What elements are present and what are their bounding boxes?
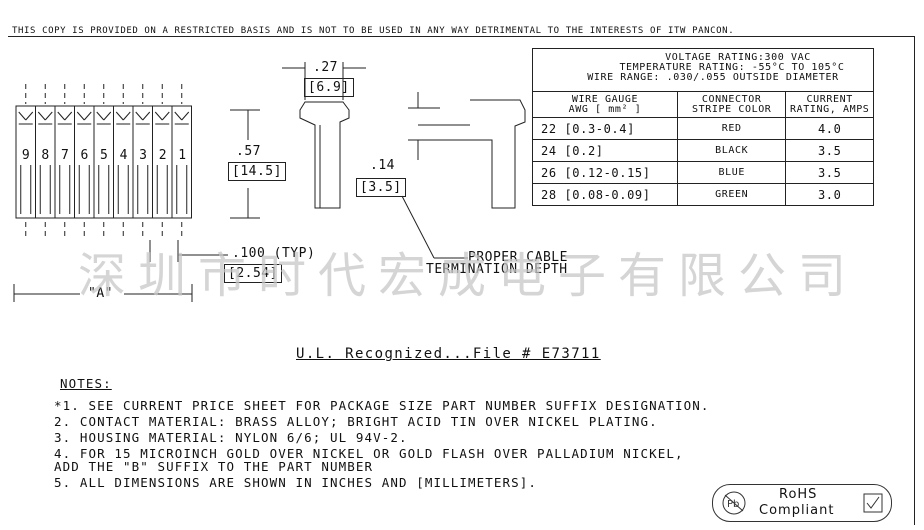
callout-line2: TERMINATION DEPTH (426, 262, 568, 277)
note-item: *1. SEE CURRENT PRICE SHEET FOR PACKAGE … (54, 398, 710, 413)
pitch-dim-inch: .100 (TYP) (232, 246, 316, 261)
no-lead-icon: Pb (722, 491, 746, 515)
gauge-cell: 26 [0.12-0.15] (532, 161, 678, 184)
color-cell: BLACK (676, 139, 787, 162)
header-text: WIRE GAUGE (571, 93, 639, 105)
checkbox-check-icon (863, 493, 883, 513)
width-dim-mm: [6.9] (304, 78, 354, 97)
pin-number: 7 (60, 148, 69, 163)
depth-dim-mm: [3.5] (356, 178, 406, 197)
wire-range: WIRE RANGE: .030/.055 OUTSIDE DIAMETER (587, 72, 839, 83)
voltage-rating: VOLTAGE RATING:300 VAC (665, 52, 811, 63)
header-text: CURRENT (806, 93, 853, 105)
drawing-frame (8, 36, 915, 525)
width-dim-inch: .27 (313, 60, 338, 75)
length-dim-label: "A" (88, 286, 113, 301)
svg-text:Pb: Pb (727, 499, 739, 510)
pin-number: 1 (178, 148, 187, 163)
gauge-cell: 24 [0.2] (532, 139, 678, 162)
termination-callout: PROPER CABLE TERMINATION DEPTH (426, 250, 568, 276)
amps-cell: 3.5 (785, 161, 874, 184)
ratings-box: VOLTAGE RATING:300 VAC TEMPERATURE RATIN… (532, 48, 874, 92)
pin-number: 9 (21, 148, 30, 163)
notes-title: NOTES: (60, 376, 112, 391)
gauge-cell: 22 [0.3-0.4] (532, 117, 678, 140)
note-item: 3. HOUSING MATERIAL: NYLON 6/6; UL 94V-2… (54, 430, 408, 445)
color-cell: GREEN (676, 183, 787, 206)
header-text: AWG [ mm² ] (568, 103, 642, 115)
rohs-title: RoHS (779, 487, 818, 502)
pin-number: 2 (158, 148, 167, 163)
header-text: STRIPE COLOR (691, 103, 772, 115)
header-notice: THIS COPY IS PROVIDED ON A RESTRICTED BA… (12, 26, 735, 36)
pin-number: 5 (100, 148, 108, 163)
pin-number: 4 (119, 148, 128, 163)
gauge-cell: 28 [0.08-0.09] (532, 183, 678, 206)
amps-cell: 3.5 (785, 139, 874, 162)
company-watermark: 深圳市时代宏成电子有限公司 (78, 248, 859, 304)
amps-cell: 4.0 (785, 117, 874, 140)
pitch-dim-mm: [2.54] (224, 264, 282, 283)
note-item: 5. ALL DIMENSIONS ARE SHOWN IN INCHES AN… (54, 475, 538, 490)
rohs-badge: Pb RoHS Compliant (712, 484, 892, 522)
depth-dim-inch: .14 (370, 158, 395, 173)
pin-number: 6 (80, 148, 89, 163)
color-cell: BLUE (676, 161, 787, 184)
notes-list: *1. SEE CURRENT PRICE SHEET FOR PACKAGE … (54, 399, 710, 489)
rohs-subtitle: Compliant (759, 503, 835, 518)
color-cell: RED (676, 117, 787, 140)
temperature-rating: TEMPERATURE RATING: -55°C TO 105°C (619, 62, 845, 73)
callout-line1: PROPER CABLE (468, 250, 568, 265)
note-item: 2. CONTACT MATERIAL: BRASS ALLOY; BRIGHT… (54, 414, 658, 429)
header-text: RATING, AMPS (789, 103, 870, 115)
pin-number: 3 (139, 148, 147, 163)
pin-number: 8 (41, 148, 50, 163)
note-item: 4. FOR 15 MICROINCH GOLD OVER NICKEL OR … (54, 446, 684, 461)
header-text: CONNECTOR (701, 93, 762, 105)
ul-recognition: U.L. Recognized...File # E73711 (296, 346, 601, 362)
height-dim-mm: [14.5] (228, 162, 286, 181)
amps-cell: 3.0 (785, 183, 874, 206)
height-dim-inch: .57 (236, 144, 261, 159)
note-item: ADD THE "B" SUFFIX TO THE PART NUMBER (54, 459, 374, 474)
